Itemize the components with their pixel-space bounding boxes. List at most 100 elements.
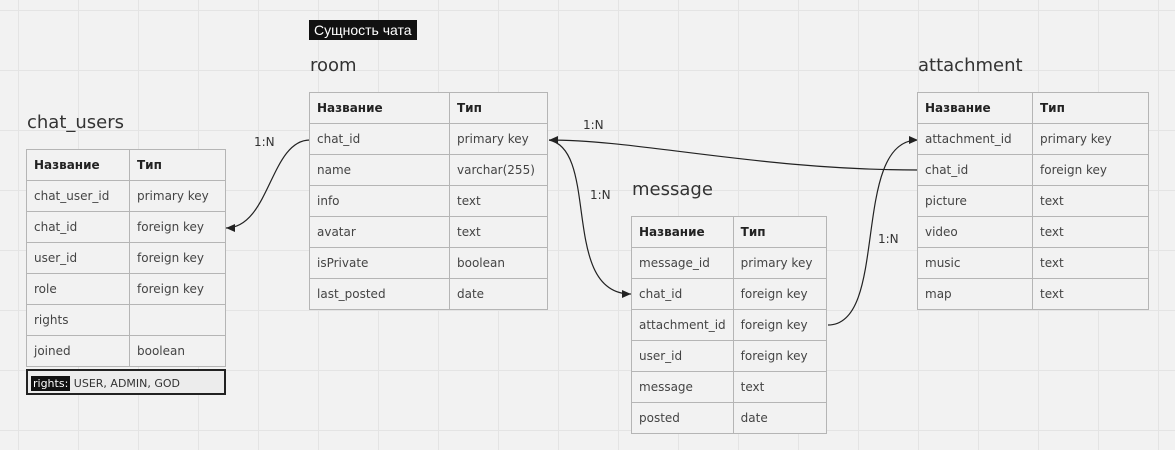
field-name: picture: [917, 185, 1033, 217]
field-type: [129, 304, 226, 336]
field-name: attachment_id: [631, 309, 734, 341]
field-type: foreign key: [732, 340, 828, 372]
field-name: chat_id: [631, 278, 734, 310]
field-name: attachment_id: [917, 123, 1033, 155]
cardinality-message-attachment: 1:N: [878, 232, 899, 246]
rights-note: rights: USER, ADMIN, GOD: [26, 369, 226, 395]
field-type: primary key: [1032, 123, 1149, 155]
field-name: chat_id: [26, 211, 130, 243]
field-name: chat_id: [917, 154, 1033, 186]
chat-users-title: chat_users: [27, 112, 125, 133]
rights-note-value: USER, ADMIN, GOD: [70, 377, 181, 390]
field-name: last_posted: [309, 278, 450, 310]
field-type: primary key: [732, 247, 828, 279]
header-type: Тип: [449, 92, 548, 124]
diagram-title: Сущность чата: [309, 20, 417, 40]
room-title: room: [310, 55, 357, 76]
field-name: video: [917, 216, 1033, 248]
field-type: foreign key: [1032, 154, 1149, 186]
link-message-attachment: [827, 136, 919, 326]
rights-note-key: rights:: [31, 376, 71, 391]
table-header-row: Название Тип: [631, 216, 828, 248]
field-name: user_id: [631, 340, 734, 372]
field-name: music: [917, 247, 1033, 279]
field-name: chat_id: [309, 123, 450, 155]
field-name: info: [309, 185, 450, 217]
field-type: text: [449, 185, 548, 217]
field-type: foreign key: [129, 273, 226, 305]
header-name: Название: [631, 216, 734, 248]
field-name: message_id: [631, 247, 734, 279]
field-type: text: [1032, 185, 1149, 217]
link-room-chat-users: [225, 139, 311, 232]
field-name: avatar: [309, 216, 450, 248]
field-type: text: [1032, 278, 1149, 310]
field-name: joined: [26, 335, 130, 367]
cardinality-attachment-room: 1:N: [583, 118, 604, 132]
header-name: Название: [309, 92, 450, 124]
header-type: Тип: [129, 149, 226, 181]
field-type: date: [449, 278, 548, 310]
field-name: isPrivate: [309, 247, 450, 279]
field-type: foreign key: [732, 278, 828, 310]
field-type: primary key: [129, 180, 226, 212]
table-header-row: Название Тип: [917, 92, 1149, 124]
field-type: primary key: [449, 123, 548, 155]
header-name: Название: [917, 92, 1033, 124]
field-name: posted: [631, 402, 734, 434]
field-type: foreign key: [732, 309, 828, 341]
cardinality-room-chat-users: 1:N: [254, 135, 275, 149]
field-name: role: [26, 273, 130, 305]
field-type: varchar(255): [449, 154, 548, 186]
message-title: message: [632, 179, 713, 200]
field-type: text: [732, 371, 828, 403]
field-name: name: [309, 154, 450, 186]
attachment-title: attachment: [918, 55, 1023, 76]
header-type: Тип: [732, 216, 828, 248]
link-attachment-room: [548, 136, 919, 171]
field-type: foreign key: [129, 242, 226, 274]
field-type: text: [449, 216, 548, 248]
field-type: text: [1032, 216, 1149, 248]
header-type: Тип: [1032, 92, 1149, 124]
table-header-row: Название Тип: [26, 149, 226, 181]
field-type: date: [732, 402, 828, 434]
field-type: foreign key: [129, 211, 226, 243]
cardinality-room-message: 1:N: [590, 188, 611, 202]
field-name: map: [917, 278, 1033, 310]
link-room-message: [548, 139, 632, 298]
field-type: text: [1032, 247, 1149, 279]
field-type: boolean: [449, 247, 548, 279]
field-name: user_id: [26, 242, 130, 274]
field-type: boolean: [129, 335, 226, 367]
table-row: rights: [26, 304, 226, 336]
field-name: chat_user_id: [26, 180, 130, 212]
